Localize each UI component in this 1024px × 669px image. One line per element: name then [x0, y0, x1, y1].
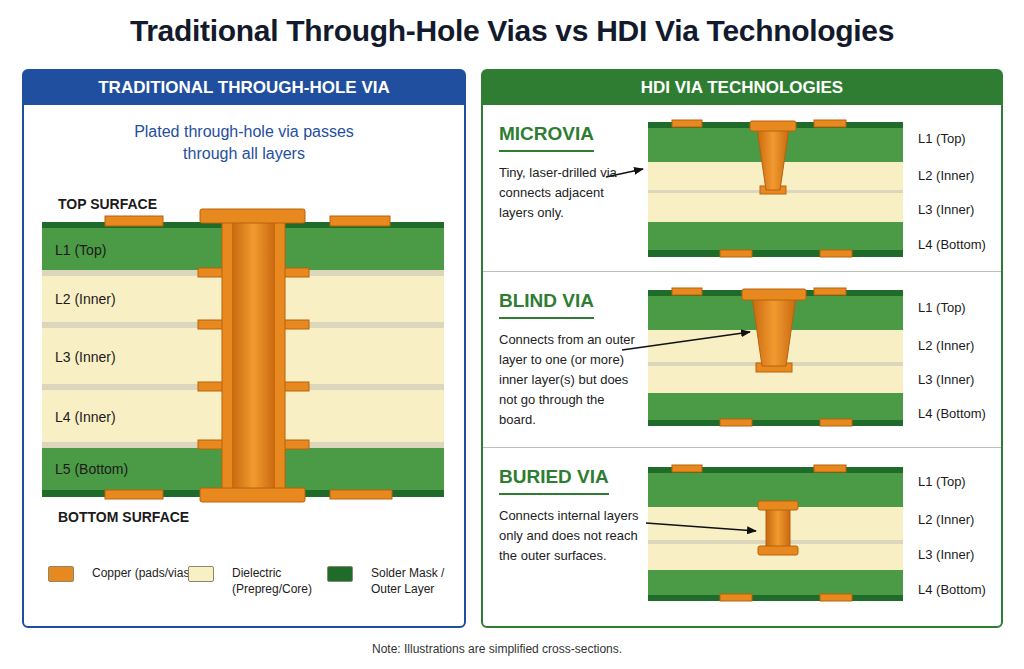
- layer-label: L3 (Inner): [55, 349, 116, 365]
- section-heading: BLIND VIA: [499, 290, 594, 319]
- surface-pads: [105, 216, 392, 499]
- section-description: Connects from an outer layer to one (or …: [499, 330, 639, 430]
- layer-label: L1 (Top): [55, 242, 106, 258]
- layer-label: L3 (Inner): [918, 202, 974, 217]
- legend-swatch: [48, 566, 74, 582]
- plated-barrel: [200, 209, 305, 502]
- blind-via-stackup: [622, 288, 903, 426]
- right-stack: [285, 222, 444, 497]
- via-section: BLIND VIA Connects from an outer layer to…: [483, 272, 1001, 448]
- microvia-stackup: [606, 120, 903, 257]
- layer-label: L3 (Inner): [918, 547, 974, 562]
- layer-label: L4 (Bottom): [918, 237, 986, 252]
- layer-label: L2 (Inner): [918, 512, 974, 527]
- buried-via-stackup: [646, 465, 903, 601]
- surface-label: BOTTOM SURFACE: [58, 509, 189, 525]
- layer-label: L4 (Bottom): [918, 582, 986, 597]
- section-heading: MICROVIA: [499, 123, 594, 152]
- surface-label: TOP SURFACE: [58, 196, 157, 212]
- layer-label: L1 (Top): [918, 474, 966, 489]
- layer-label: L4 (Inner): [55, 409, 116, 425]
- section-description: Tiny, laser-drilled via connects adjacen…: [499, 163, 639, 223]
- layer-label: L1 (Top): [918, 300, 966, 315]
- legend-text: Solder Mask / Outer Layer: [371, 565, 476, 597]
- layer-label: L2 (Inner): [918, 168, 974, 183]
- legend-text: Dielectric (Prepreg/Core): [232, 565, 337, 597]
- section-description: Connects internal layers only and does n…: [499, 506, 639, 566]
- panel-header: TRADITIONAL THROUGH-HOLE VIA: [24, 71, 464, 105]
- layer-label: L2 (Inner): [918, 338, 974, 353]
- layer-label: L2 (Inner): [55, 291, 116, 307]
- panel: TRADITIONAL THROUGH-HOLE VIA Plated throu…: [22, 69, 466, 628]
- section-heading: BURIED VIA: [499, 466, 609, 495]
- left-stack: [42, 222, 222, 497]
- footnote: Note: Illustrations are simplified cross…: [372, 642, 622, 656]
- through-hole-stackup: [42, 209, 444, 502]
- layer-label: L3 (Inner): [918, 372, 974, 387]
- panel-subtitle: Plated through-hole via passes through a…: [124, 121, 364, 165]
- legend-swatch: [188, 566, 214, 582]
- diagram-title: Traditional Through-Hole Vias vs HDI Via…: [0, 14, 1024, 48]
- layer-label: L4 (Bottom): [918, 406, 986, 421]
- legend-text: Copper (pads/vias): [92, 565, 197, 581]
- panel-header: HDI VIA TECHNOLOGIES: [483, 71, 1001, 105]
- layer-label: L1 (Top): [918, 131, 966, 146]
- layer-label: L5 (Bottom): [55, 461, 128, 477]
- legend-swatch: [327, 566, 353, 582]
